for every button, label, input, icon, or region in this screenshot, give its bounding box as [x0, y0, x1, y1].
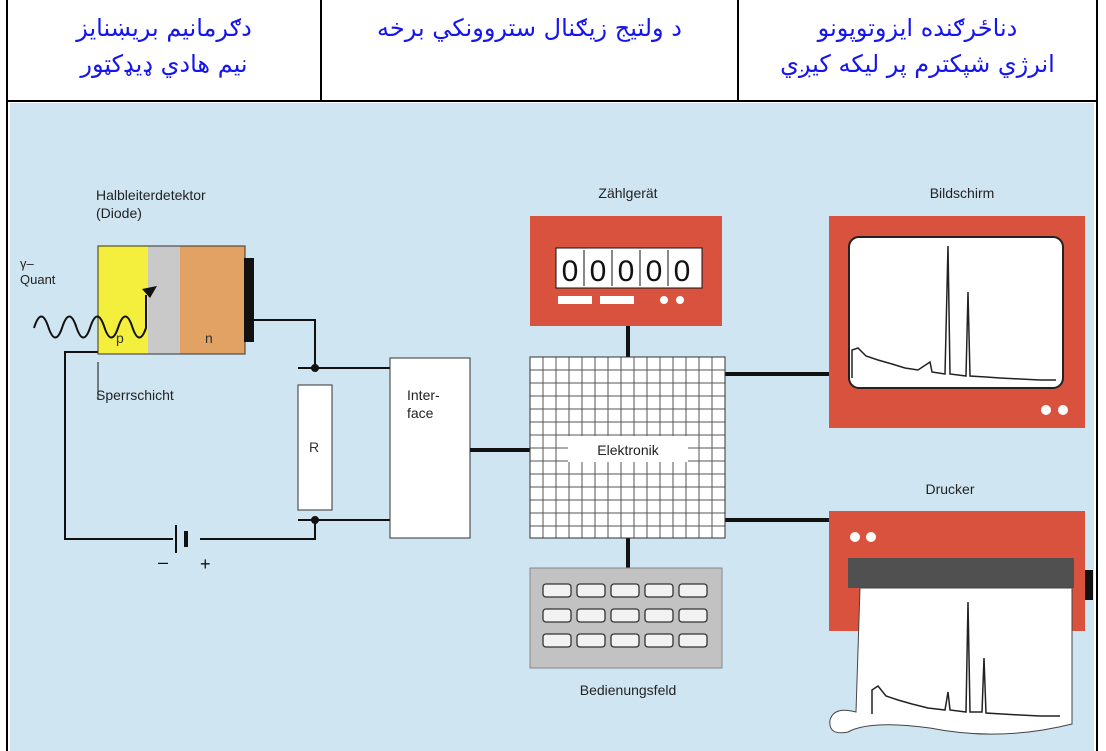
detector-n-label: n: [205, 330, 213, 346]
counter-display: [555, 247, 703, 289]
table-border-left: [6, 0, 8, 751]
wire-detector-to-resistor: [250, 319, 316, 369]
keypad-key: [644, 583, 674, 598]
counter-digit: 0: [590, 255, 607, 288]
header-right-line-2: انرژي شپکترم پر ليکه کيږي: [780, 50, 1055, 78]
header-left-line-1: دګرمانيم بريښنايز: [76, 14, 252, 42]
keypad-key: [610, 633, 640, 648]
table-col-divider-1: [320, 0, 322, 101]
header-right-line-1: دناځرګنده ايزوتوپونو: [817, 14, 1018, 42]
signal-links: [470, 326, 829, 568]
counter-led-2: [676, 296, 684, 304]
gamma-label-line-2: Quant: [20, 272, 56, 287]
keypad-key: [644, 633, 674, 648]
circuit-wires: [64, 319, 390, 540]
counter-button-1: [558, 296, 592, 304]
gamma-label-line-1: γ–: [20, 256, 35, 271]
keypad-key: [678, 633, 708, 648]
electronics-board-outline: [529, 356, 726, 539]
keypad-key: [678, 608, 708, 623]
printer-spectrum-trace: [871, 601, 1060, 717]
monitor-screen: [848, 236, 1064, 389]
keypad-label: Bedienungsfeld: [580, 682, 677, 698]
electronics-label-box: [568, 436, 688, 462]
detector-p-label: p: [116, 330, 124, 346]
printer-knob: [1085, 570, 1093, 600]
keypad-key: [610, 583, 640, 598]
wire-resistor-bottom: [200, 519, 316, 540]
table-header-divider: [6, 100, 1098, 102]
interface-label-line-2: face: [407, 405, 434, 421]
screen-title: Bildschirm: [930, 185, 995, 201]
printer-title: Drucker: [925, 481, 974, 497]
gamma-arrowhead-icon: [142, 286, 157, 298]
counter-button-2: [600, 296, 634, 304]
detector-title-line-2: (Diode): [96, 205, 142, 221]
printer-paper-slot: [848, 558, 1074, 588]
header-cell-middle: د ولتيج زيګنال ستروونکي برخه: [322, 0, 737, 101]
counter-digit: 0: [562, 255, 579, 288]
keypad-key: [542, 633, 572, 648]
electronics-label: Elektronik: [597, 442, 659, 458]
printer-led-2: [866, 532, 876, 542]
keypad-key: [576, 608, 606, 623]
counter-digit: 0: [674, 255, 691, 288]
header-cell-right: دناځرګنده ايزوتوپونو انرژي شپکترم پر ليک…: [739, 0, 1096, 101]
interface-label-line-1: Inter-: [407, 387, 440, 403]
detector-back-contact: [244, 258, 254, 342]
gamma-wave-icon: [33, 295, 147, 339]
junction-dot-top: [311, 364, 319, 372]
counter-digit: 0: [646, 255, 663, 288]
battery-minus-label: –: [158, 552, 168, 572]
table-border-right: [1096, 0, 1098, 751]
monitor-led-1: [1041, 405, 1051, 415]
counter-digit: 0: [618, 255, 635, 288]
resistor-label: R: [309, 439, 319, 455]
detector-title-line-1: Halbleiterdetektor: [96, 187, 206, 203]
junction-dot-bottom: [311, 516, 319, 524]
wire-battery-to-detector: [64, 351, 173, 540]
header-left-line-2: نيم هادي ډيډکټور: [80, 50, 248, 78]
printer-led-1: [850, 532, 860, 542]
monitor-spectrum-trace: [851, 245, 1056, 381]
counter-led-1: [660, 296, 668, 304]
detector-depletion-layer: [148, 246, 180, 354]
keypad-keys: [542, 583, 708, 648]
table-col-divider-2: [737, 0, 739, 101]
keypad-key: [542, 608, 572, 623]
detector-p-region: [98, 246, 148, 354]
header-cell-left: دګرمانيم بريښنايز نيم هادي ډيډکټور: [8, 0, 320, 101]
detector-n-region: [180, 246, 245, 354]
keypad-key: [542, 583, 572, 598]
keypad-key: [678, 583, 708, 598]
keypad-key: [644, 608, 674, 623]
interface-box: [389, 357, 471, 539]
resistor: [297, 384, 333, 511]
gamma-spectrometer-diagram: – + Halbleiterdetektor (Diode) p n γ– Qu…: [10, 103, 1094, 751]
counter-title: Zählgerät: [598, 185, 657, 201]
keypad-key: [576, 583, 606, 598]
battery-plus-label: +: [200, 554, 211, 574]
monitor-led-2: [1058, 405, 1068, 415]
header-middle-line-1: د ولتيج زيګنال ستروونکي برخه: [377, 14, 682, 42]
keypad-key: [576, 633, 606, 648]
junction-label: Sperrschicht: [96, 387, 174, 403]
printer-paper: [829, 587, 1073, 735]
keypad-key: [610, 608, 640, 623]
